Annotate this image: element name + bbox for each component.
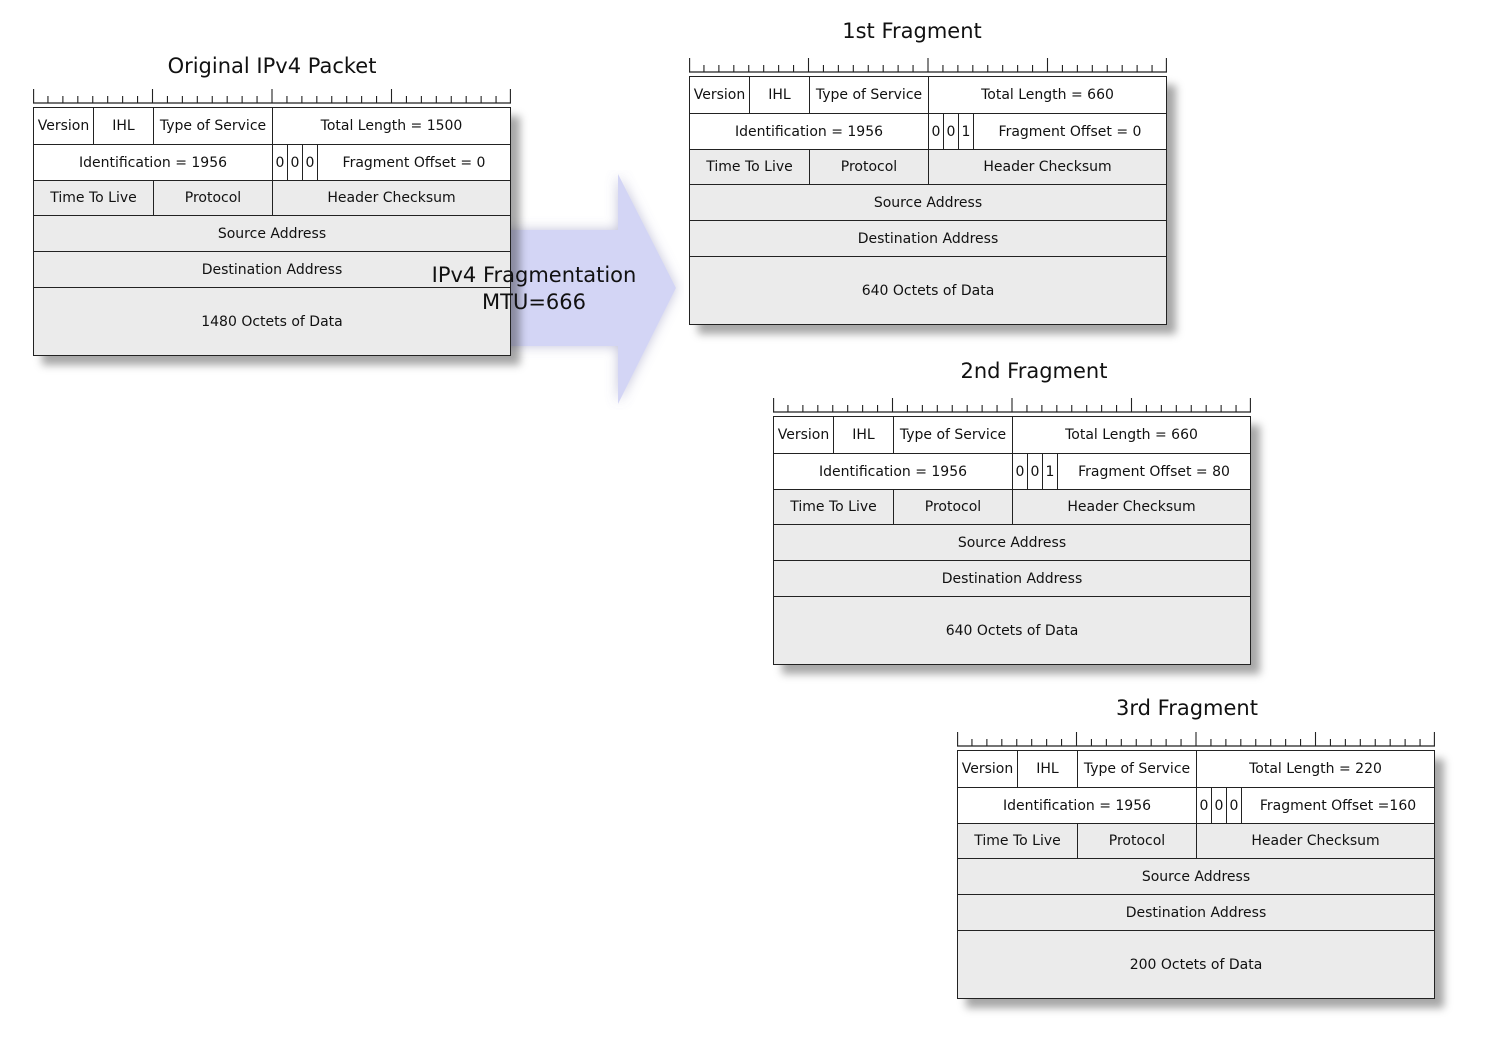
bit-ruler: [33, 89, 511, 104]
protocol-field: Protocol: [894, 490, 1013, 524]
source-address-field: Source Address: [873, 194, 983, 211]
flag-df: 0: [1028, 454, 1043, 489]
flag-df: 0: [288, 145, 303, 180]
source-address-field: Source Address: [1141, 868, 1251, 885]
fragment-offset-field: Fragment Offset =160: [1259, 797, 1417, 814]
header-table: Version IHL Type of Service Total Length…: [33, 107, 511, 356]
data-field: 1480 Octets of Data: [201, 313, 343, 330]
bit-ruler: [957, 732, 1435, 747]
checksum-field: Header Checksum: [327, 190, 456, 206]
ttl-field: Time To Live: [690, 150, 810, 184]
total-length-field: Total Length = 660: [981, 87, 1114, 103]
flag-df: 0: [944, 114, 959, 149]
source-address-field: Source Address: [217, 225, 327, 242]
data-field: 640 Octets of Data: [945, 622, 1079, 639]
fragment-offset-field: Fragment Offset = 0: [342, 154, 486, 171]
flag-reserved: 0: [1197, 788, 1212, 823]
identification-field: Identification = 1956: [34, 145, 273, 180]
flag-reserved: 0: [929, 114, 944, 149]
arrow-label-line2: MTU=666: [482, 290, 586, 314]
ihl-field: IHL: [94, 108, 154, 144]
protocol-field: Protocol: [1078, 824, 1197, 858]
version-field: Version: [690, 77, 750, 113]
checksum-field: Header Checksum: [1251, 833, 1380, 849]
bit-ruler: [773, 398, 1251, 413]
ttl-field: Time To Live: [774, 490, 894, 524]
packet-title: 1st Fragment: [842, 19, 982, 43]
ihl-field: IHL: [834, 417, 894, 453]
ttl-field: Time To Live: [958, 824, 1078, 858]
arrow-label: IPv4 Fragmentation MTU=666: [424, 262, 644, 316]
packet-title: Original IPv4 Packet: [167, 54, 377, 78]
identification-field: Identification = 1956: [958, 788, 1197, 823]
data-field: 640 Octets of Data: [861, 282, 995, 299]
destination-address-field: Destination Address: [857, 230, 999, 247]
tos-field: Type of Service: [894, 417, 1013, 453]
flag-reserved: 0: [1013, 454, 1028, 489]
total-length-field: Total Length = 220: [1249, 761, 1382, 777]
total-length-field: Total Length = 660: [1065, 427, 1198, 443]
flag-mf: 1: [1043, 454, 1058, 489]
flag-mf: 1: [959, 114, 974, 149]
tos-field: Type of Service: [810, 77, 929, 113]
data-field: 200 Octets of Data: [1129, 956, 1263, 973]
arrow-label-line1: IPv4 Fragmentation: [431, 263, 637, 287]
bit-ruler: [689, 58, 1167, 73]
identification-field: Identification = 1956: [690, 114, 929, 149]
protocol-field: Protocol: [810, 150, 929, 184]
identification-field: Identification = 1956: [774, 454, 1013, 489]
header-table: Version IHL Type of Service Total Length…: [689, 76, 1167, 325]
total-length-field: Total Length = 1500: [320, 118, 463, 134]
flag-mf: 0: [1227, 788, 1242, 823]
fragment-offset-field: Fragment Offset = 0: [998, 123, 1142, 140]
destination-address-field: Destination Address: [941, 570, 1083, 587]
flag-reserved: 0: [273, 145, 288, 180]
ihl-field: IHL: [750, 77, 810, 113]
header-table: Version IHL Type of Service Total Length…: [773, 416, 1251, 665]
flag-mf: 0: [303, 145, 318, 180]
ttl-field: Time To Live: [34, 181, 154, 215]
flag-df: 0: [1212, 788, 1227, 823]
packet-title: 3rd Fragment: [1116, 696, 1258, 720]
checksum-field: Header Checksum: [1067, 499, 1196, 515]
version-field: Version: [958, 751, 1018, 787]
ihl-field: IHL: [1018, 751, 1078, 787]
fragment-offset-field: Fragment Offset = 80: [1078, 463, 1230, 480]
checksum-field: Header Checksum: [983, 159, 1112, 175]
source-address-field: Source Address: [957, 534, 1067, 551]
packet-title: 2nd Fragment: [960, 359, 1108, 383]
destination-address-field: Destination Address: [1125, 904, 1267, 921]
destination-address-field: Destination Address: [201, 261, 343, 278]
header-table: Version IHL Type of Service Total Length…: [957, 750, 1435, 999]
tos-field: Type of Service: [1078, 751, 1197, 787]
version-field: Version: [774, 417, 834, 453]
tos-field: Type of Service: [154, 108, 273, 144]
version-field: Version: [34, 108, 94, 144]
protocol-field: Protocol: [154, 181, 273, 215]
